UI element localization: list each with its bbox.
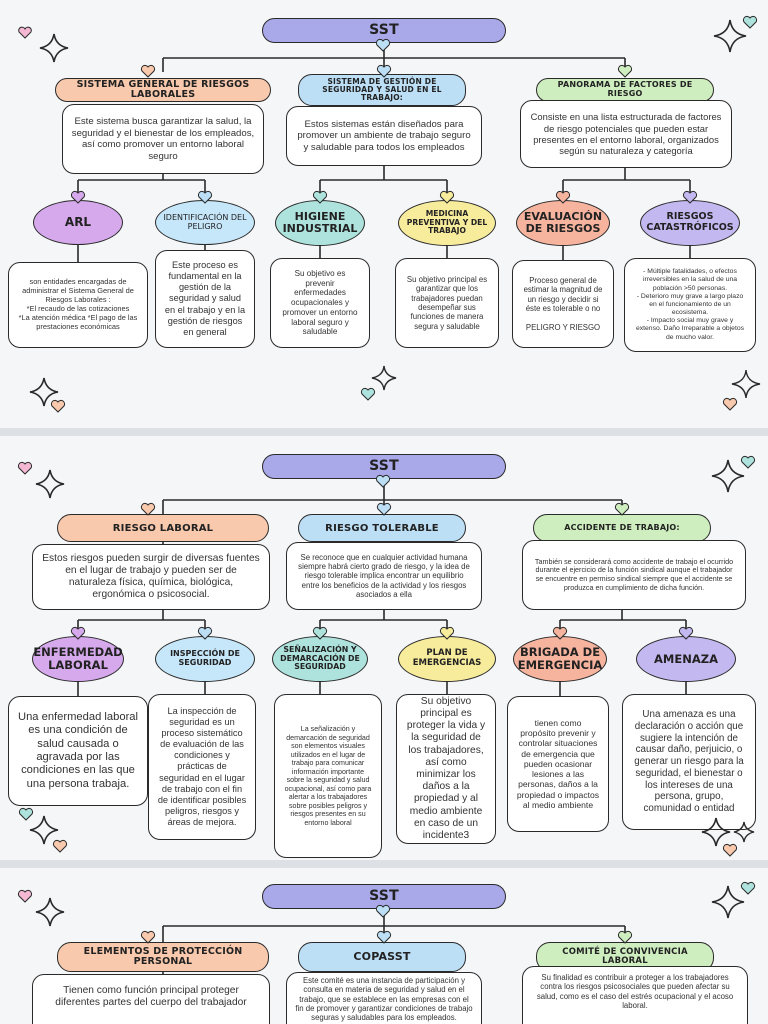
heart-icon bbox=[375, 38, 391, 52]
heart-icon bbox=[375, 904, 391, 918]
desc-plan-emergencias: Su objetivo principal es proteger la vid… bbox=[396, 694, 496, 844]
heart-icon bbox=[312, 626, 328, 640]
node-panorama-factores: PANORAMA DE FACTORES DE RIESGO bbox=[536, 78, 714, 102]
panel-3: SST ELEMENTOS DE PROTECCIÓN PERSONAL COP… bbox=[0, 868, 768, 1024]
heart-icon bbox=[197, 626, 213, 640]
desc-inspeccion-seguridad: La inspección de seguridad es un proceso… bbox=[148, 694, 256, 840]
sparkle-icon bbox=[722, 369, 761, 411]
heart-icon bbox=[376, 930, 392, 944]
node-plan-emergencias: PLAN DE EMERGENCIAS bbox=[398, 636, 496, 682]
heart-icon bbox=[617, 930, 633, 944]
node-riesgo-laboral: RIESGO LABORAL bbox=[57, 514, 269, 542]
desc-panorama-factores: Consiste en una lista estructurada de fa… bbox=[520, 100, 732, 168]
panel-divider bbox=[0, 428, 768, 436]
desc-riesgos-catastroficos: - Múltiple fatalidades, o efectos irreve… bbox=[624, 258, 756, 352]
desc-elementos-proteccion: Tienen como función principal proteger d… bbox=[32, 974, 270, 1024]
node-elementos-proteccion: ELEMENTOS DE PROTECCIÓN PERSONAL bbox=[57, 942, 269, 972]
heart-icon bbox=[376, 64, 392, 78]
node-senalizacion: SEÑALIZACIÓN Y DEMARCACIÓN DE SEGURIDAD bbox=[272, 636, 368, 682]
heart-icon bbox=[70, 626, 86, 640]
desc-riesgo-laboral: Estos riesgos pueden surgir de diversas … bbox=[32, 544, 270, 610]
node-copasst: COPASST bbox=[298, 942, 466, 972]
sparkle-icon bbox=[713, 15, 758, 53]
node-riesgos-catastroficos: RIESGOS CATASTRÓFICOS bbox=[640, 200, 740, 246]
heart-icon bbox=[439, 190, 455, 204]
heart-icon bbox=[555, 190, 571, 204]
sparkle-icon bbox=[360, 365, 397, 401]
sparkle-icon bbox=[17, 889, 65, 927]
panel-2-title: SST bbox=[262, 454, 506, 479]
heart-icon bbox=[376, 502, 392, 516]
desc-comite-convivencia: Su finalidad es contribuir a proteger a … bbox=[522, 966, 748, 1024]
panel-1-title: SST bbox=[262, 18, 506, 43]
node-identificacion-peligro: IDENTIFICACIÓN DEL PELIGRO bbox=[155, 200, 255, 245]
heart-icon bbox=[552, 626, 568, 640]
desc-higiene-industrial: Su objetivo es prevenir enfermedades ocu… bbox=[270, 258, 370, 348]
desc-sistema-general-riesgos: Este sistema busca garantizar la salud, … bbox=[62, 104, 264, 174]
panel-1: SST SISTEMA GENERAL DE RIESGOS LABORALES… bbox=[0, 0, 768, 428]
sparkle-icon bbox=[18, 807, 68, 853]
node-medicina-preventiva: MEDICINA PREVENTIVA Y DEL TRABAJO bbox=[398, 200, 496, 246]
desc-arl: son entidades encargadas de administrar … bbox=[8, 262, 148, 348]
node-accidente-trabajo: ACCIDENTE DE TRABAJO: bbox=[533, 514, 711, 542]
node-riesgo-tolerable: RIESGO TOLERABLE bbox=[298, 514, 466, 542]
desc-medicina-preventiva: Su objetivo principal es garantizar que … bbox=[395, 258, 499, 348]
node-evaluacion-riesgos: EVALUACIÓN DE RIESGOS bbox=[516, 200, 610, 246]
panel-divider bbox=[0, 860, 768, 868]
heart-icon bbox=[312, 190, 328, 204]
heart-icon bbox=[678, 626, 694, 640]
desc-sg-sst: Estos sistemas están diseñados para prom… bbox=[286, 106, 482, 166]
heart-icon bbox=[439, 626, 455, 640]
panel-3-title: SST bbox=[262, 884, 506, 909]
sparkle-icon bbox=[711, 455, 756, 493]
heart-icon bbox=[140, 930, 156, 944]
desc-identificacion-peligro: Este proceso es fundamental en la gestió… bbox=[155, 250, 255, 348]
node-amenaza: AMENAZA bbox=[636, 636, 736, 682]
heart-icon bbox=[614, 502, 630, 516]
sparkle-icon bbox=[17, 461, 65, 499]
node-sg-sst: SISTEMA DE GESTIÓN DE SEGURIDAD Y SALUD … bbox=[298, 74, 466, 106]
sparkle-icon bbox=[29, 377, 66, 413]
node-higiene-industrial: HIGIENE INDUSTRIAL bbox=[275, 200, 365, 246]
node-inspeccion-seguridad: INSPECCIÓN DE SEGURIDAD bbox=[155, 636, 255, 682]
panel-2: SST RIESGO LABORAL RIESGO TOLERABLE ACCI… bbox=[0, 436, 768, 860]
sparkle-icon bbox=[18, 26, 69, 63]
node-brigada-emergencia: BRIGADA DE EMERGENCIA bbox=[513, 636, 607, 682]
node-enfermedad-laboral: ENFERMEDAD LABORAL bbox=[32, 636, 124, 682]
desc-copasst: Este comité es una instancia de particip… bbox=[286, 972, 482, 1024]
sparkle-icon bbox=[701, 817, 755, 857]
desc-amenaza: Una amenaza es una declaración o acción … bbox=[622, 694, 756, 830]
heart-icon bbox=[682, 190, 698, 204]
node-sistema-general-riesgos: SISTEMA GENERAL DE RIESGOS LABORALES bbox=[55, 78, 271, 102]
desc-brigada-emergencia: tienen como propósito prevenir y control… bbox=[507, 696, 609, 832]
desc-senalizacion: La señalización y demarcación de segurid… bbox=[274, 694, 382, 858]
desc-riesgo-tolerable: Se reconoce que en cualquier actividad h… bbox=[286, 542, 482, 610]
heart-icon bbox=[375, 474, 391, 488]
heart-icon bbox=[617, 64, 633, 78]
desc-enfermedad-laboral: Una enfermedad laboral es una condición … bbox=[8, 696, 148, 806]
desc-evaluacion-riesgos: Proceso general de estimar la magnitud d… bbox=[512, 260, 614, 348]
heart-icon bbox=[140, 502, 156, 516]
heart-icon bbox=[140, 64, 156, 78]
sparkle-icon bbox=[711, 881, 756, 919]
desc-accidente-trabajo: También se considerará como accidente de… bbox=[522, 540, 746, 610]
node-arl: ARL bbox=[33, 200, 123, 245]
heart-icon bbox=[70, 190, 86, 204]
heart-icon bbox=[197, 190, 213, 204]
